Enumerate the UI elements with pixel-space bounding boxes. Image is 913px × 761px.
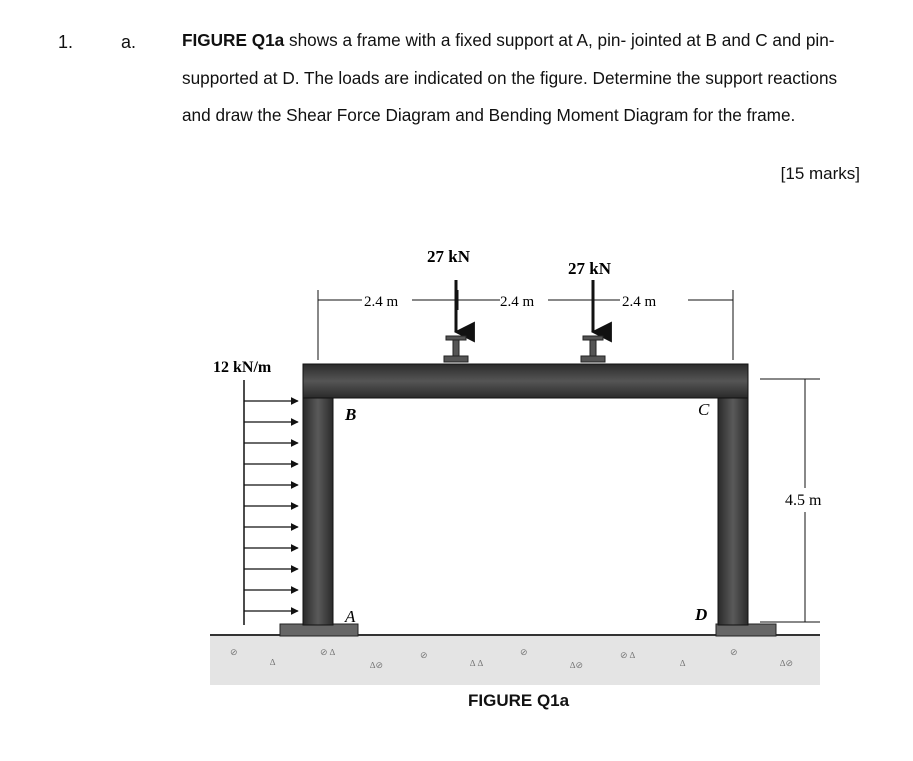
- column-cd: [717, 394, 749, 626]
- column-ab: [302, 394, 334, 626]
- span3-label: 2.4 m: [622, 294, 657, 310]
- svg-text:∆⊘: ∆⊘: [370, 660, 383, 670]
- load2-bearing: [580, 335, 606, 363]
- svg-text:∆: ∆: [270, 657, 276, 667]
- marks-label: [15 marks]: [780, 164, 860, 183]
- udl-arrows: [244, 397, 299, 615]
- ground: ⊘∆⊘ ∆ ∆⊘⊘∆ ∆ ⊘∆⊘⊘ ∆ ∆⊘∆⊘: [210, 634, 820, 685]
- svg-text:⊘ ∆: ⊘ ∆: [320, 647, 336, 657]
- question-body: shows a frame with a fixed support at A,…: [182, 30, 838, 125]
- span2-label: 2.4 m: [500, 294, 535, 310]
- svg-text:∆ ∆: ∆ ∆: [470, 658, 484, 668]
- svg-text:⊘: ⊘: [420, 650, 428, 660]
- load1-label: 27 kN: [427, 247, 471, 266]
- node-a-label: A: [344, 607, 356, 626]
- beam-bc: [302, 363, 749, 399]
- svg-text:∆⊘: ∆⊘: [780, 658, 793, 668]
- span-dimension: [317, 290, 734, 360]
- figure-reference: FIGURE Q1a: [182, 30, 285, 50]
- udl-label: 12 kN/m: [213, 359, 272, 376]
- node-d-label: D: [694, 605, 707, 624]
- svg-text:⊘: ⊘: [730, 647, 738, 657]
- node-c-label: C: [698, 400, 710, 419]
- svg-text:⊘ ∆: ⊘ ∆: [620, 650, 636, 660]
- svg-text:⊘: ⊘: [520, 647, 528, 657]
- question-part: a.: [121, 32, 137, 52]
- height-dimension: [760, 378, 820, 623]
- load2-label: 27 kN: [568, 259, 612, 278]
- svg-text:∆⊘: ∆⊘: [570, 660, 583, 670]
- svg-text:⊘: ⊘: [230, 647, 238, 657]
- svg-text:∆: ∆: [680, 658, 686, 668]
- load1-bearing: [443, 335, 469, 363]
- figure-caption: FIGURE Q1a: [468, 691, 570, 710]
- height-label: 4.5 m: [785, 492, 822, 509]
- support-d-plate: [715, 623, 777, 637]
- question-number: 1.: [58, 32, 74, 52]
- span1-label: 2.4 m: [364, 294, 399, 310]
- question-text: FIGURE Q1a shows a frame with a fixed su…: [182, 22, 862, 135]
- node-b-label: B: [344, 405, 356, 424]
